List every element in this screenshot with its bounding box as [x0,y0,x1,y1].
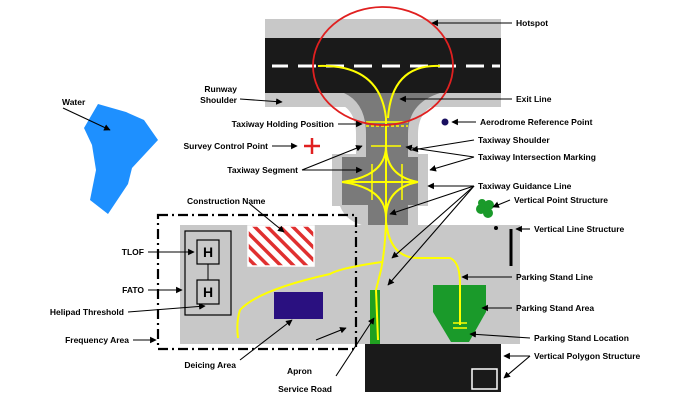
water-body [84,104,158,214]
frequency-area-boundary [156,213,358,351]
taxiway-holding-position-marking [366,121,408,127]
label-hotspot: Hotspot [516,18,548,28]
service-road [370,290,380,344]
label-vertical-point-structure: Vertical Point Structure [514,195,608,205]
helipad-letter-top: H [203,244,213,260]
vertical-point-marker [494,226,498,230]
label-survey-control-point: Survey Control Point [183,141,268,151]
label-parking-stand-area: Parking Stand Area [516,303,594,313]
survey-control-point-icon [304,138,320,154]
label-deicing-area: Deicing Area [184,360,236,370]
label-vertical-polygon-structure: Vertical Polygon Structure [534,351,641,361]
aerodrome-reference-point-icon [441,118,449,126]
vertical-polygon-inner [471,368,498,390]
leader-lines [62,19,531,379]
label-vertical-line-structure: Vertical Line Structure [534,224,624,234]
label-service-road: Service Road [278,384,332,394]
label-aerodrome-reference-point: Aerodrome Reference Point [480,117,593,127]
label-fato: FATO [122,285,144,295]
hotspot-circle [312,6,454,126]
vertical-point-structure-icon [476,199,494,218]
label-taxiway-intersection-marking: Taxiway Intersection Marking [478,152,596,162]
vertical-polygon-structure [365,344,501,392]
label-frequency-area: Frequency Area [65,335,129,345]
parking-stand-location-marking [453,322,467,329]
construction-area [247,225,315,267]
deicing-area [274,292,323,319]
label-taxiway-guidance-line: Taxiway Guidance Line [478,181,572,191]
helipad-letter-bottom: H [203,284,213,300]
label-tlof: TLOF [122,247,144,257]
label-construction-name: Construction Name [187,196,266,206]
label-taxiway-shoulder: Taxiway Shoulder [478,135,550,145]
label-parking-stand-location: Parking Stand Location [534,333,629,343]
label-exit-line: Exit Line [516,94,552,104]
taxiway-intersection-marking [371,145,403,200]
taxiway-guidance-lines [236,64,461,341]
label-helipad-threshold: Helipad Threshold [50,307,124,317]
label-apron: Apron [287,366,312,376]
label-taxiway-segment: Taxiway Segment [227,165,298,175]
label-taxiway-holding-position: Taxiway Holding Position [232,119,334,129]
fato-boundary [184,230,232,316]
label-water: Water [62,97,86,107]
label-runway-shoulder-line2: Shoulder [200,95,238,105]
label-parking-stand-line: Parking Stand Line [516,272,593,282]
label-runway-shoulder-line1: Runway [204,84,237,94]
